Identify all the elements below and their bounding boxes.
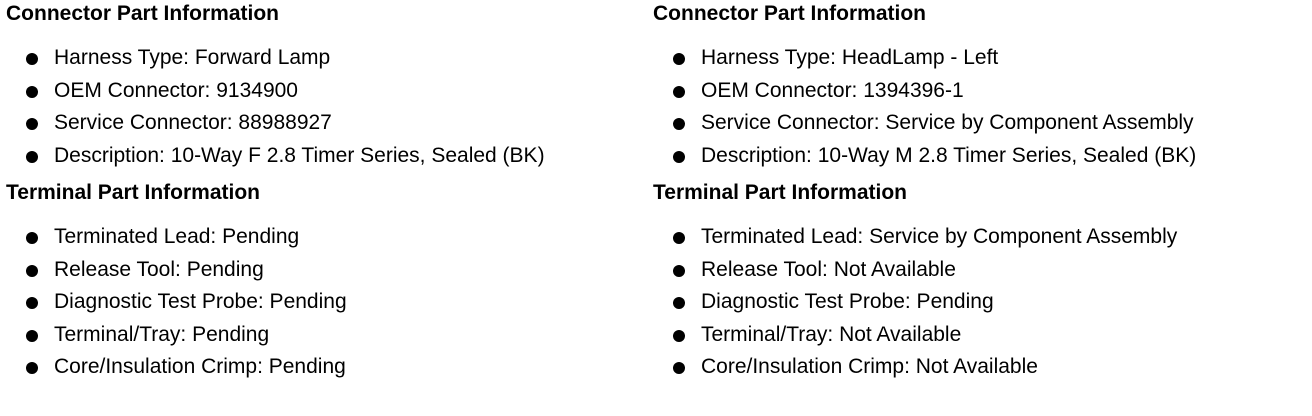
bullet-icon [26,297,38,309]
left-terminal-list: Terminated Lead: Pending Release Tool: P… [6,221,646,384]
bullet-icon [673,362,685,374]
list-item-text: Terminal/Tray: Pending [54,322,270,346]
right-connector-list: Harness Type: HeadLamp - Left OEM Connec… [653,42,1308,172]
bullet-icon [673,118,685,130]
list-item: Diagnostic Test Probe: Pending [653,286,1308,319]
list-item-text: Diagnostic Test Probe: Pending [701,290,994,313]
bullet-icon [26,362,38,374]
right-connector-heading: Connector Part Information [653,2,927,25]
left-terminal-heading: Terminal Part Information [6,181,260,204]
list-item: Terminated Lead: Service by Component As… [653,221,1308,254]
list-item-text: Description: 10-Way F 2.8 Timer Series, … [54,143,545,167]
bullet-icon [26,329,38,342]
list-item: Core/Insulation Crimp: Pending [6,351,646,384]
bullet-icon [26,232,38,244]
list-item: Description: 10-Way F 2.8 Timer Series, … [6,140,646,173]
right-terminal-heading: Terminal Part Information [653,181,907,204]
list-item-text: Service Connector: 88988927 [54,111,332,134]
left-connector-list: Harness Type: Forward Lamp OEM Connector… [6,42,646,172]
list-item: Diagnostic Test Probe: Pending [6,286,646,319]
right-terminal-list: Terminated Lead: Service by Component As… [653,221,1308,384]
bullet-icon [673,53,685,65]
list-item-text: Description: 10-Way M 2.8 Timer Series, … [701,143,1197,167]
bullet-icon [673,264,685,277]
bullet-icon [673,150,685,163]
list-item-text: Core/Insulation Crimp: Pending [54,355,346,378]
list-item-text: Service Connector: Service by Component … [701,111,1194,134]
list-item: OEM Connector: 1394396-1 [653,75,1308,108]
list-item: Terminal/Tray: Not Available [653,319,1308,352]
bullet-icon [673,329,685,342]
bullet-icon [26,264,38,277]
list-item-text: Core/Insulation Crimp: Not Available [701,355,1038,378]
left-column: Connector Part Information Harness Type:… [6,0,646,384]
list-item: Release Tool: Pending [6,254,646,287]
list-item-text: OEM Connector: 9134900 [54,78,298,102]
list-item: Core/Insulation Crimp: Not Available [653,351,1308,384]
list-item-text: Terminated Lead: Pending [54,225,300,248]
bullet-icon [673,232,685,244]
list-item: Harness Type: Forward Lamp [6,42,646,75]
right-column: Connector Part Information Harness Type:… [653,0,1308,384]
list-item: Service Connector: Service by Component … [653,107,1308,140]
list-item-text: Harness Type: HeadLamp - Left [701,46,999,69]
list-item: Harness Type: HeadLamp - Left [653,42,1308,75]
list-item: Service Connector: 88988927 [6,107,646,140]
list-item-text: Terminal/Tray: Not Available [701,322,962,346]
bullet-icon [26,118,38,130]
bullet-icon [26,53,38,65]
list-item: Release Tool: Not Available [653,254,1308,287]
list-item: OEM Connector: 9134900 [6,75,646,108]
list-item-text: Harness Type: Forward Lamp [54,46,331,69]
list-item-text: Release Tool: Pending [54,257,264,281]
bullet-icon [26,85,38,98]
list-item-text: Diagnostic Test Probe: Pending [54,290,347,313]
list-item-text: Release Tool: Not Available [701,257,956,281]
list-item: Terminated Lead: Pending [6,221,646,254]
list-item-text: Terminated Lead: Service by Component As… [701,225,1178,248]
bullet-icon [26,150,38,163]
list-item: Terminal/Tray: Pending [6,319,646,352]
list-item-text: OEM Connector: 1394396-1 [701,78,964,102]
left-connector-heading: Connector Part Information [6,2,280,25]
bullet-icon [673,297,685,309]
bullet-icon [673,85,685,98]
list-item: Description: 10-Way M 2.8 Timer Series, … [653,140,1308,173]
